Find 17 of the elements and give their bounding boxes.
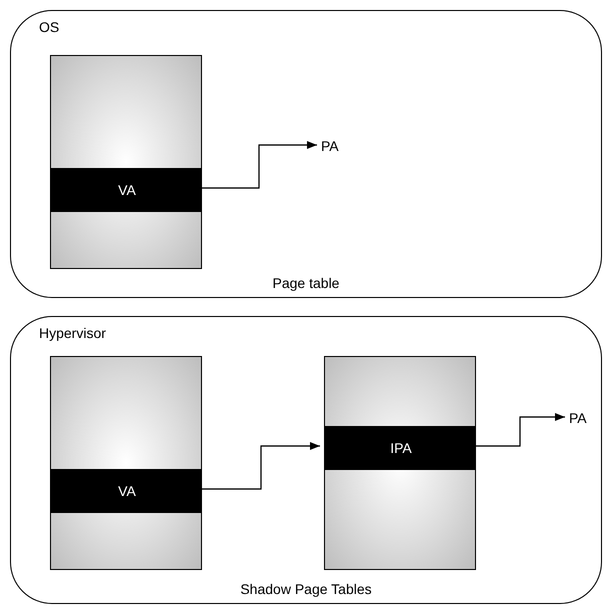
arrow bbox=[201, 141, 317, 189]
panel-caption: Shadow Page Tables bbox=[239, 581, 373, 597]
panel-title: OS bbox=[39, 19, 60, 35]
table-box bbox=[50, 55, 202, 269]
group-panel bbox=[10, 10, 602, 298]
panel-title: Hypervisor bbox=[39, 325, 106, 341]
address-label: PA bbox=[321, 136, 361, 156]
table-box bbox=[50, 356, 202, 570]
group-panel bbox=[10, 316, 602, 604]
table-box bbox=[324, 356, 476, 570]
panel-caption: Page table bbox=[272, 275, 340, 291]
arrow bbox=[201, 442, 320, 490]
table-entry: VA bbox=[51, 168, 201, 212]
table-entry: IPA bbox=[325, 426, 475, 470]
address-label: PA bbox=[569, 408, 597, 428]
arrow bbox=[475, 413, 565, 447]
table-entry: VA bbox=[51, 469, 201, 513]
